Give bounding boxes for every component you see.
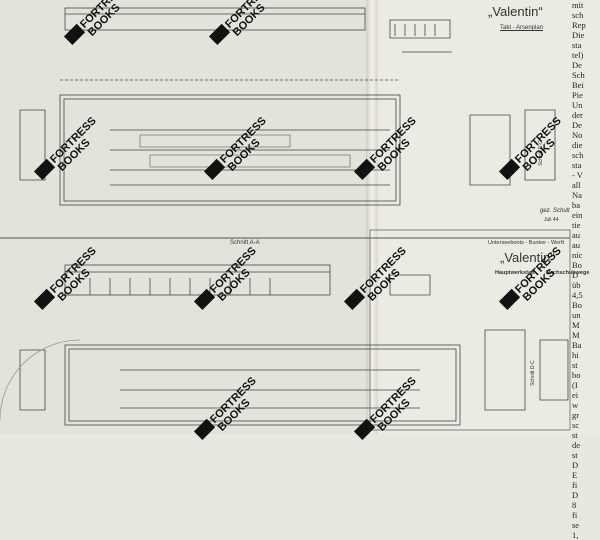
section-dc-label: Schnitt D-C: [529, 360, 536, 386]
top-plan-subtitle: Takt - Arsenplan: [500, 25, 544, 31]
text-line: st: [572, 450, 578, 460]
section-aa-label: Schnitt A-A: [230, 240, 260, 246]
text-line: die: [572, 140, 583, 150]
text-line: ei: [572, 390, 579, 400]
date: Juli 44: [544, 217, 559, 223]
text-line: st: [572, 360, 578, 370]
text-line: ein: [572, 210, 583, 220]
text-line: sch: [572, 150, 584, 160]
bottom-subtitle-right: Nachschubwege: [546, 270, 590, 276]
text-line: sch: [572, 10, 584, 20]
text-line: tie: [572, 220, 581, 230]
bottom-title: „Valentin“: [500, 250, 555, 265]
text-line: gr: [572, 410, 580, 420]
technical-drawings: [0, 7, 571, 431]
text-line: M: [572, 330, 580, 340]
text-line: M: [572, 320, 580, 330]
book-fold: [366, 0, 378, 434]
text-line: Rep: [572, 20, 586, 30]
text-line: mit: [572, 0, 584, 10]
text-line: Pie: [572, 90, 583, 100]
text-line: nic: [572, 250, 583, 260]
text-line: (I: [572, 380, 578, 390]
text-line: all: [572, 180, 581, 190]
text-line: Bei: [572, 80, 584, 90]
text-line: de: [572, 440, 581, 450]
text-line: Un: [572, 100, 583, 110]
left-page-drawings: [0, 0, 372, 434]
text-line: üb: [572, 280, 581, 290]
text-line: No: [572, 130, 583, 140]
text-line: D: [572, 460, 579, 470]
text-line: 8: [572, 500, 577, 510]
text-line: un: [572, 310, 581, 320]
text-line: w: [572, 400, 579, 410]
text-line: Bo: [572, 260, 582, 270]
right-page: [372, 0, 600, 434]
bottom-heading: Unterseeboots - Bunker - Werft: [488, 240, 565, 246]
bottom-subtitle-left: Hauptwerkstatt: [495, 270, 535, 276]
text-line: fi: [572, 480, 578, 490]
text-line: der: [572, 110, 583, 120]
text-line: 4,5: [572, 290, 583, 300]
text-line: D: [572, 270, 579, 280]
text-line: sta: [572, 160, 582, 170]
text-line: E: [572, 470, 578, 480]
text-line: Bo: [572, 300, 582, 310]
text-line: Ba: [572, 340, 582, 350]
text-line: tel): [572, 50, 584, 60]
text-line: sta: [572, 40, 582, 50]
bottom-drawings: [0, 264, 569, 426]
text-line: bo: [572, 370, 581, 380]
text-line: Sch: [572, 70, 585, 80]
text-line: 1,: [572, 530, 579, 540]
text-line: au: [572, 230, 581, 240]
text-line: fi: [572, 510, 578, 520]
text-line: sc: [572, 420, 580, 430]
text-line: st: [572, 430, 578, 440]
text-line: se: [572, 520, 580, 530]
text-line: De: [572, 120, 582, 130]
top-plan-title: „Valentin“: [488, 4, 543, 19]
text-line: au: [572, 240, 581, 250]
signature: gez. Schult: [540, 208, 570, 214]
text-line: Die: [572, 30, 585, 40]
text-line: Na: [572, 190, 582, 200]
text-line: D: [572, 490, 579, 500]
text-line: ba: [572, 200, 581, 210]
text-line: - V: [572, 170, 583, 180]
text-line: hi: [572, 350, 579, 360]
top-floor-plan: [19, 79, 556, 206]
text-line: De: [572, 60, 582, 70]
